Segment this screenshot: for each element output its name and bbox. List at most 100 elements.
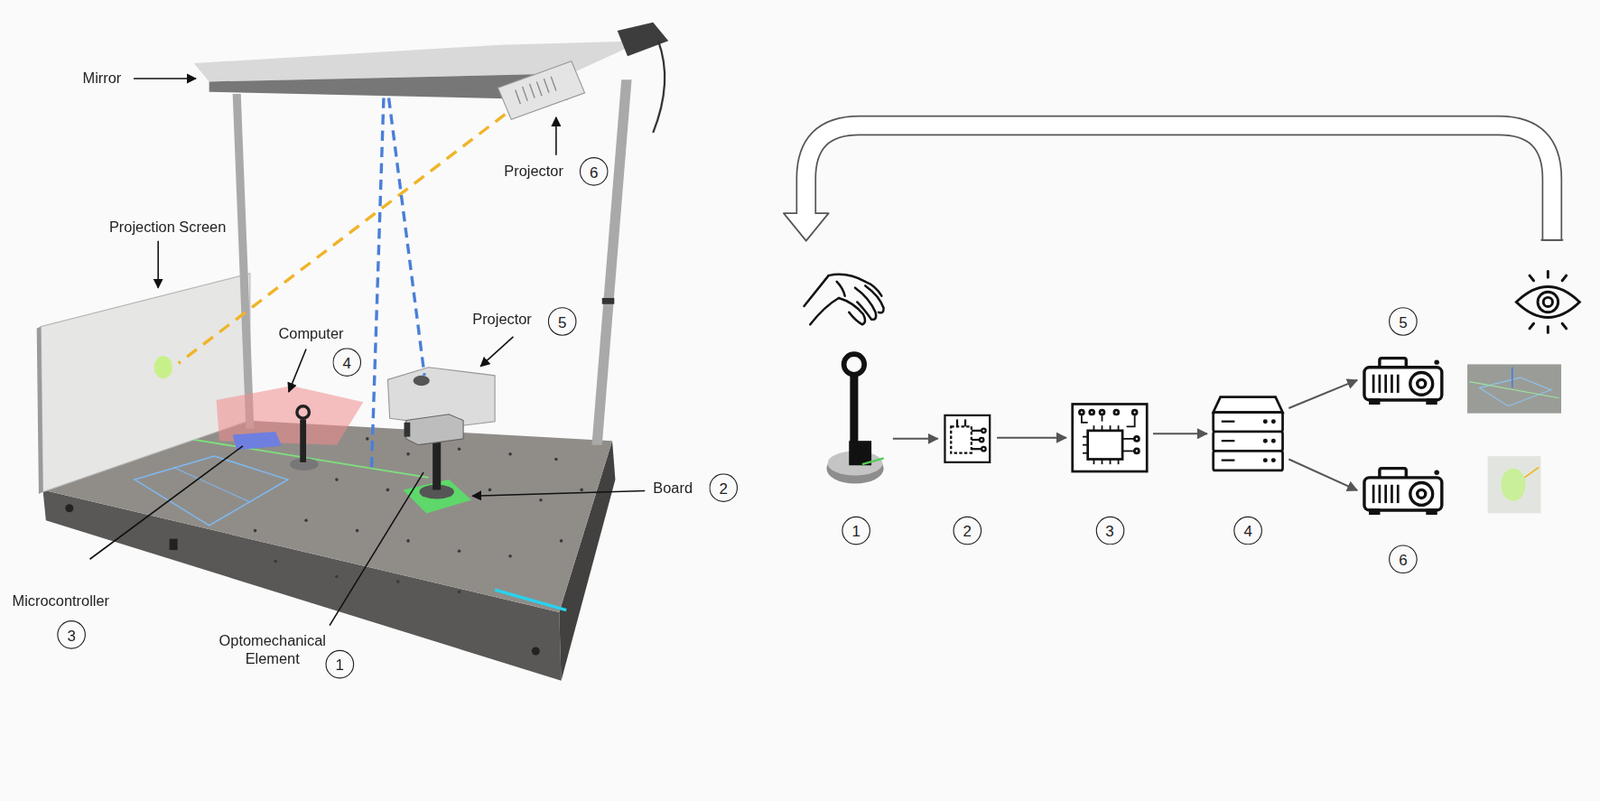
table-holes	[554, 457, 559, 462]
projector-icon	[1410, 372, 1433, 395]
server-icon	[1213, 450, 1284, 470]
table-thumbnail	[1479, 377, 1552, 407]
table-holes	[508, 554, 512, 559]
projector-icon	[1390, 374, 1394, 393]
microcontroller-icon	[1082, 444, 1089, 447]
optomechanical-icon	[849, 375, 858, 444]
microcontroller-icon	[1099, 409, 1105, 415]
callout-number: 3	[56, 620, 86, 650]
table-holes	[457, 548, 462, 553]
server-icon	[1213, 412, 1284, 432]
screen-edge	[37, 326, 44, 494]
microcontroller-icon	[1101, 425, 1104, 431]
projection-screen	[40, 273, 251, 493]
eye-icon	[1543, 297, 1553, 307]
projector-6-vents	[530, 83, 536, 99]
projector-icon	[1427, 400, 1436, 403]
post-clip	[602, 297, 615, 305]
leader-arrow	[157, 241, 159, 289]
projector-icon	[1372, 374, 1376, 393]
step-number: 2	[953, 516, 983, 546]
part-label: Mirror	[83, 69, 122, 87]
projector-6-vents	[515, 89, 521, 104]
element-head	[406, 414, 464, 446]
table-foot	[65, 503, 74, 512]
projected-outline	[134, 455, 289, 526]
flow-arrow	[1288, 458, 1358, 490]
server-icon	[1213, 431, 1284, 451]
server-icon	[1221, 439, 1236, 442]
spot-thumbnail	[1488, 455, 1542, 513]
hand-icon	[804, 274, 884, 326]
table-foot	[531, 646, 540, 655]
microcontroller-icon	[1088, 430, 1123, 460]
table-holes	[406, 539, 410, 543]
table-holes	[304, 518, 308, 522]
table-holes	[334, 477, 339, 482]
table-thumbnail	[1511, 367, 1514, 389]
microcontroller-icon	[1082, 425, 1119, 465]
server-icon	[1221, 421, 1236, 461]
microcontroller-icon	[1101, 459, 1104, 466]
eye-icon	[1516, 287, 1580, 318]
spot-thumbnail	[1500, 468, 1526, 502]
cyan-light	[494, 589, 567, 611]
part-label: Optomechanical Element	[210, 632, 335, 668]
optomechanical-icon	[826, 353, 884, 484]
part-label: Projector	[472, 311, 532, 329]
element-post	[432, 438, 441, 491]
projector-icon	[1370, 400, 1379, 403]
feedback-arrow	[806, 125, 1553, 242]
projector-6-vents	[515, 76, 557, 105]
step-number: 1	[841, 516, 871, 546]
table-holes	[508, 452, 512, 456]
table-holes	[406, 452, 410, 456]
board-icon	[964, 418, 967, 427]
step-number: 4	[1233, 516, 1263, 546]
projected-outline	[173, 467, 251, 503]
table-holes	[253, 529, 258, 533]
table-holes	[273, 559, 278, 564]
feedback-arrow	[783, 213, 829, 242]
flow-arrow	[996, 437, 1067, 439]
microcontroller-icon	[1122, 450, 1135, 453]
optomechanical-icon	[862, 457, 884, 465]
projector-6-vents	[543, 78, 549, 94]
microcontroller-icon	[1093, 425, 1096, 431]
hand-icon	[837, 281, 846, 297]
flow-arrow	[1288, 380, 1358, 409]
table-holes	[396, 579, 400, 584]
microcontroller-icon	[1117, 425, 1120, 431]
hand-icon	[809, 297, 839, 325]
table-holes	[365, 437, 370, 441]
callout-number: 4	[332, 347, 362, 377]
table-holes	[559, 539, 564, 543]
feedback-arrow	[783, 125, 1563, 242]
table-holes	[579, 488, 584, 493]
leader-line	[329, 472, 424, 626]
callout-number: 2	[708, 473, 738, 503]
projector-6-vents	[536, 81, 542, 96]
projector-icon	[1396, 374, 1400, 393]
eye-icon	[1529, 323, 1535, 329]
hand-icon	[865, 285, 884, 313]
microcontroller-icon	[1109, 459, 1112, 466]
optomechanical-icon	[844, 353, 866, 375]
leader-arrow	[472, 491, 645, 497]
microcontroller-icon	[1109, 425, 1112, 431]
spot-thumbnail	[1524, 467, 1539, 478]
part-label: Microcontroller	[12, 593, 110, 611]
server-icon	[1271, 418, 1276, 424]
flow-step: 4	[1212, 395, 1284, 472]
post	[232, 93, 255, 429]
server-icon	[1263, 457, 1268, 463]
flow-arrow	[1153, 432, 1208, 435]
table-holes	[386, 488, 391, 493]
microcontroller-icon	[1101, 414, 1104, 422]
setup-photo	[37, 22, 670, 681]
part-label: Projector	[503, 163, 564, 181]
table-holes	[488, 488, 493, 493]
microcontroller-icon	[1126, 414, 1135, 428]
eye-icon	[1546, 271, 1550, 279]
